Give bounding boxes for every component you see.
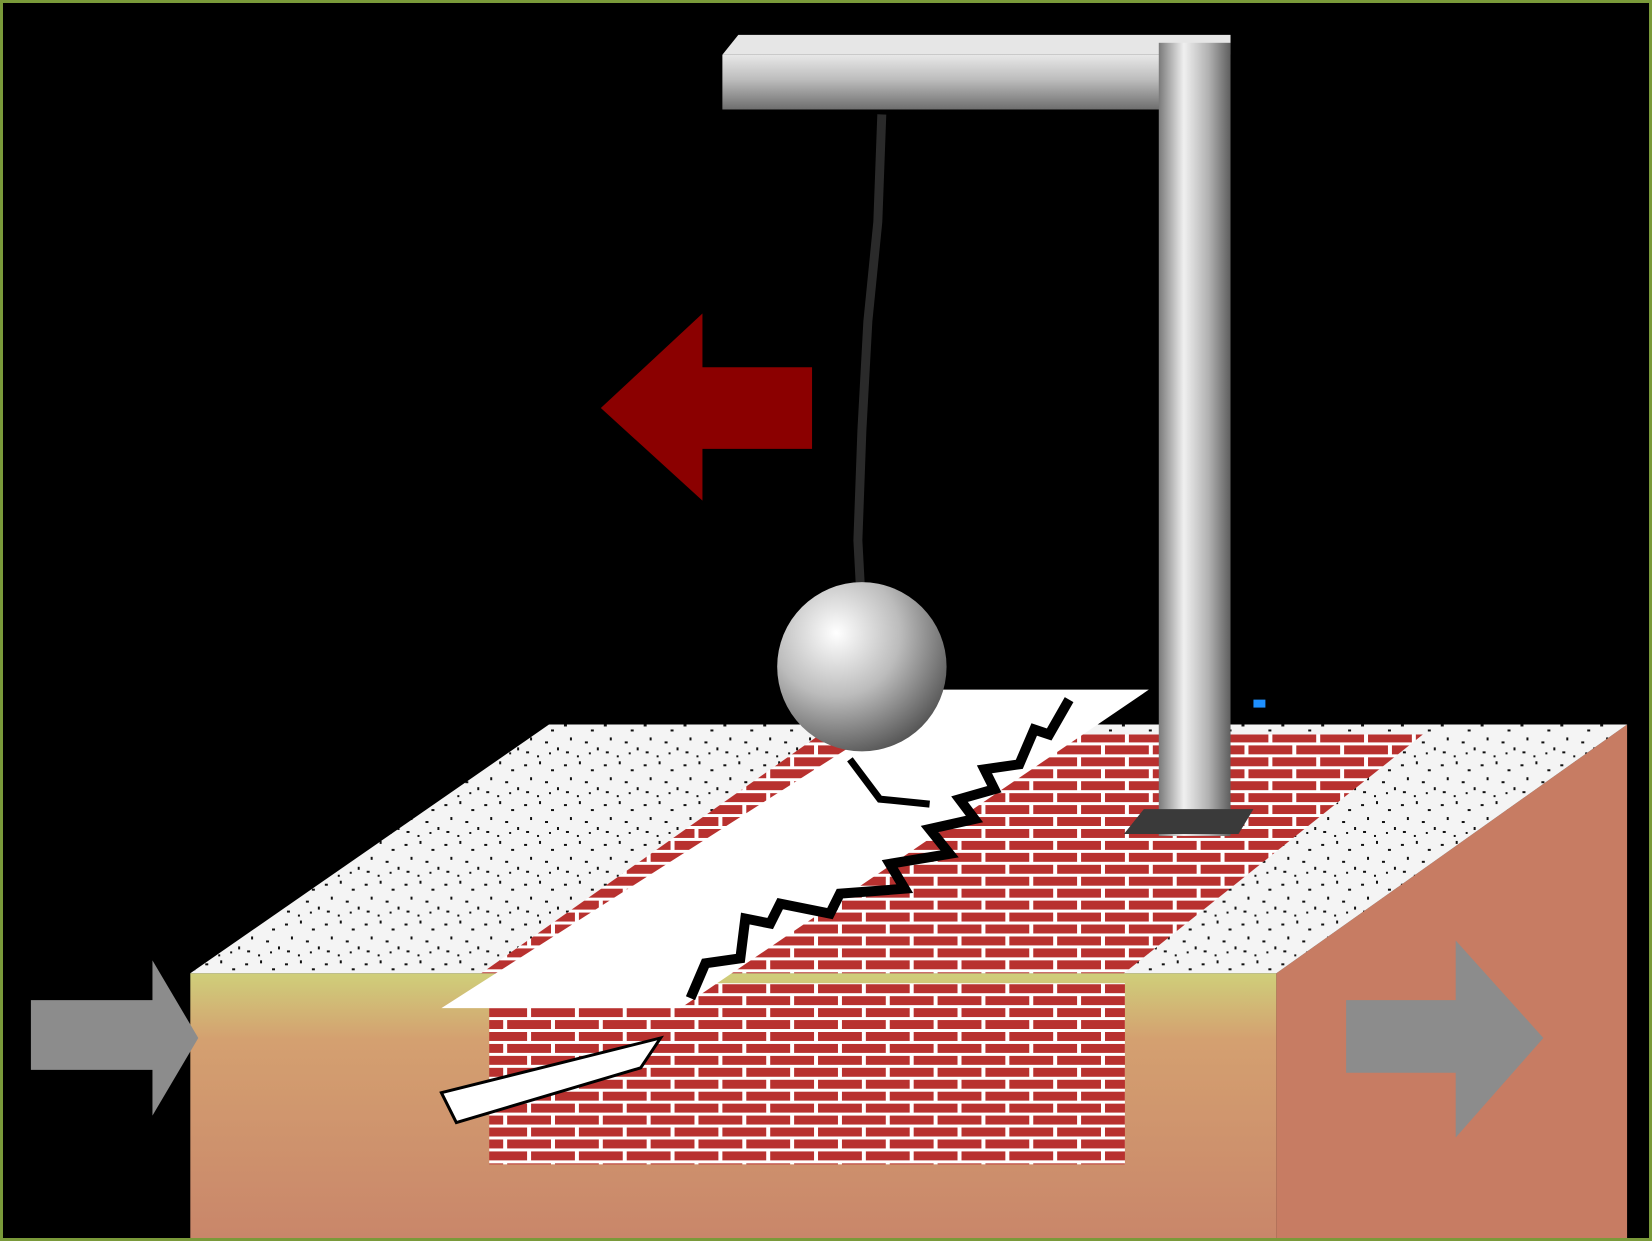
pendulum-wire (858, 114, 882, 615)
pendulum-bob (777, 582, 946, 751)
frame-top-bar (722, 55, 1200, 110)
frame-post (1159, 43, 1231, 836)
frame-post-base (1124, 809, 1254, 834)
motion-arrow-icon (601, 313, 812, 500)
frame-top-bar-edge (722, 35, 1230, 55)
marker-dot (1253, 700, 1265, 708)
left-force-arrow-icon (31, 960, 198, 1115)
